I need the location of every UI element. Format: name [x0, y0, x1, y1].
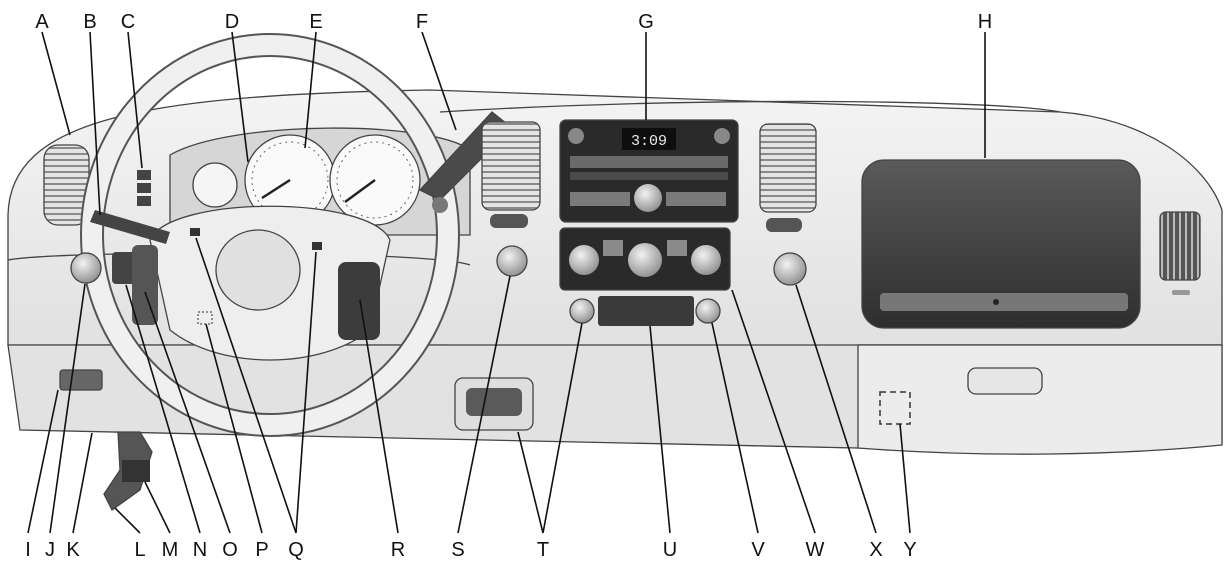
callout-label-k: K	[66, 539, 80, 561]
pedal-assembly	[103, 431, 153, 511]
radio-time-display: 3:09	[631, 133, 667, 150]
right-air-vent	[1159, 211, 1201, 281]
callout-label-q: Q	[288, 539, 304, 561]
callout-label-n: N	[193, 539, 207, 561]
callout-label-m: M	[162, 539, 179, 561]
callout-label-e: E	[309, 11, 322, 33]
wiper-lever	[132, 245, 158, 325]
callout-label-i: I	[25, 539, 31, 561]
upper-glove-box	[861, 159, 1141, 329]
callout-label-v: V	[751, 539, 765, 561]
glove-box-handle	[967, 367, 1043, 395]
lower-glove-box-marker	[879, 391, 911, 425]
callout-label-r: R	[391, 539, 405, 561]
callout-label-w: W	[806, 539, 825, 561]
climate-control	[559, 227, 731, 291]
dash-switches	[137, 170, 151, 206]
steering-wheel	[70, 33, 460, 437]
callout-label-s: S	[451, 539, 464, 561]
callout-label-g: G	[638, 11, 654, 33]
callout-label-h: H	[978, 11, 992, 33]
passenger-knob	[773, 252, 807, 286]
hood-release	[59, 369, 103, 391]
callout-label-x: X	[869, 539, 882, 561]
center-storage-bin	[454, 377, 534, 431]
callout-label-a: A	[35, 11, 49, 33]
right-spoke-controls	[338, 262, 380, 340]
headlamp-switch	[70, 252, 102, 284]
callout-label-t: T	[537, 539, 549, 561]
callout-label-c: C	[121, 11, 135, 33]
callout-label-y: Y	[903, 539, 916, 561]
center-air-vents	[481, 121, 817, 232]
callout-label-u: U	[663, 539, 677, 561]
callout-label-b: B	[83, 11, 96, 33]
lower-center-controls	[569, 296, 721, 326]
callout-label-o: O	[222, 539, 238, 561]
callout-label-d: D	[225, 11, 239, 33]
callout-label-f: F	[416, 11, 428, 33]
callout-label-l: L	[134, 539, 145, 561]
audio-system: 3:09	[559, 119, 739, 223]
ignition-switch	[496, 245, 528, 277]
callout-label-j: J	[45, 539, 55, 561]
turn-signal-lever	[90, 210, 170, 244]
callout-leaders	[27, 31, 986, 534]
callout-label-p: P	[255, 539, 268, 561]
cruise-control-pad	[112, 252, 138, 284]
